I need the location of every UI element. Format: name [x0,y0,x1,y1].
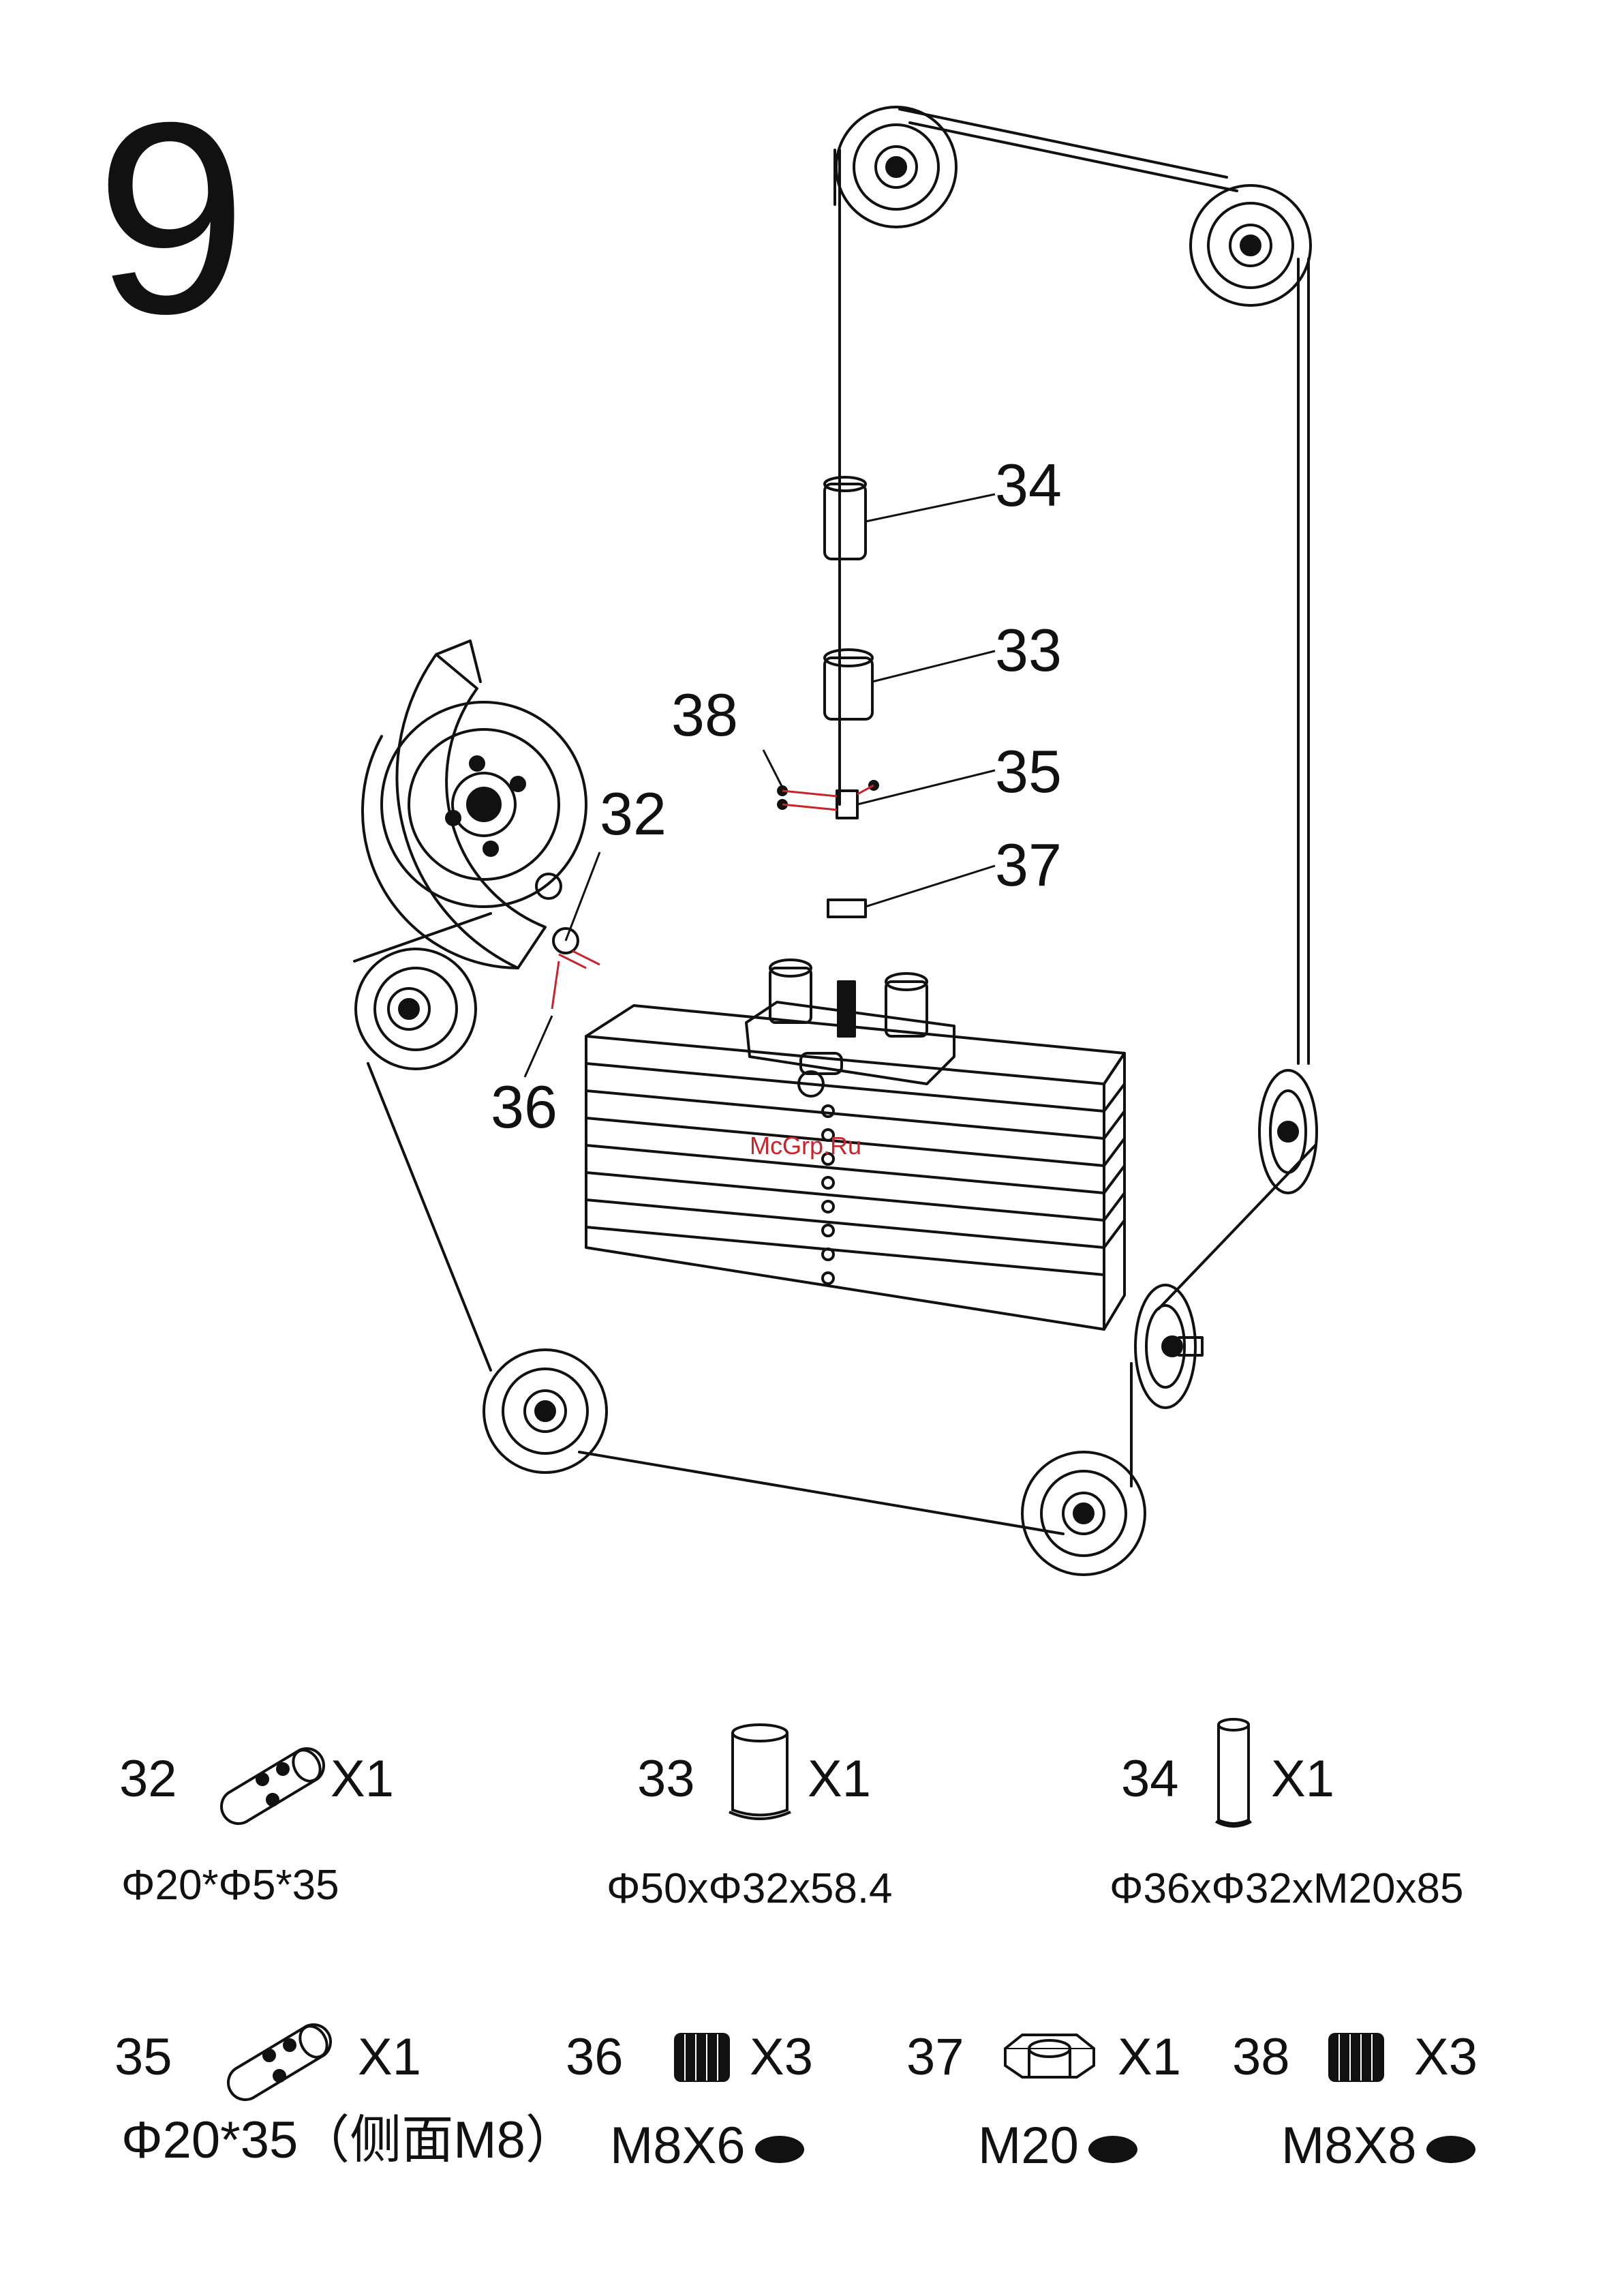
pulley-bottom-left [484,1350,607,1472]
part-spec-35: Φ20*35（侧面M8） [121,2115,577,2166]
part-spec-37: M20 [978,2120,1137,2172]
bushing-icon [722,1718,797,1827]
cable [579,1452,1063,1534]
pulley-top-right [1191,185,1311,305]
pin-icon [208,1732,331,1827]
callout-32: 32 [600,784,667,844]
part-spec-38: M8X8 [1281,2120,1475,2172]
weight-stack [586,1006,1124,1329]
part-spec-32: Φ20*Φ5*35 [121,1864,339,1907]
pulley-left [356,949,476,1069]
cable [368,1063,491,1370]
nut-end-icon [1088,2136,1137,2163]
callout-33: 33 [995,620,1062,680]
part-spec-34: Φ36xΦ32xM20x85 [1110,1868,1463,1910]
pin-icon [215,2008,337,2103]
part-qty-35: X1 [358,2031,421,2083]
part-qty-36: X3 [750,2031,813,2083]
part-spec-36-text: M8X6 [610,2117,746,2175]
part-qty-38: X3 [1414,2031,1478,2083]
part-number-37: 37 [906,2031,964,2083]
cable [900,109,1227,177]
part-qty-33: X1 [808,1753,871,1805]
sleeve-icon [1206,1711,1261,1834]
part-number-34: 34 [1121,1753,1179,1805]
part-number-35: 35 [114,2031,172,2083]
part-number-32: 32 [119,1753,177,1805]
part-qty-32: X1 [331,1753,394,1805]
set-screw-icon [1326,2030,1387,2085]
pulley-right-low [1135,1285,1202,1408]
bushing-33 [825,650,872,719]
part-qty-34: X1 [1271,1753,1334,1805]
pulley-top-left [836,107,956,227]
nut-37 [828,900,866,917]
top-plate [746,960,954,1096]
pulley-bottom-right [1022,1452,1145,1575]
callout-38: 38 [671,685,738,745]
callout-34: 34 [995,455,1062,515]
part-number-36: 36 [566,2031,624,2083]
cable [910,123,1237,191]
screw-end-icon [1426,2136,1475,2163]
cable [1159,1145,1315,1309]
part-spec-33: Φ50xΦ32x58.4 [607,1868,893,1910]
callout-36: 36 [491,1077,557,1137]
callout-35: 35 [995,742,1062,802]
sleeve-34 [825,477,866,559]
part-qty-37: X1 [1118,2031,1181,2083]
pin-35 [778,781,878,818]
screw-end-icon [755,2136,804,2163]
watermark: McGrp.Ru [750,1132,861,1160]
hex-nut-icon [998,2028,1101,2083]
part-spec-38-text: M8X8 [1281,2117,1417,2175]
part-number-38: 38 [1232,2031,1290,2083]
part-spec-37-text: M20 [978,2117,1079,2175]
set-screw-icon [671,2030,733,2085]
callout-37: 37 [995,835,1062,895]
part-number-33: 33 [637,1753,695,1805]
part-spec-36: M8X6 [610,2120,804,2172]
